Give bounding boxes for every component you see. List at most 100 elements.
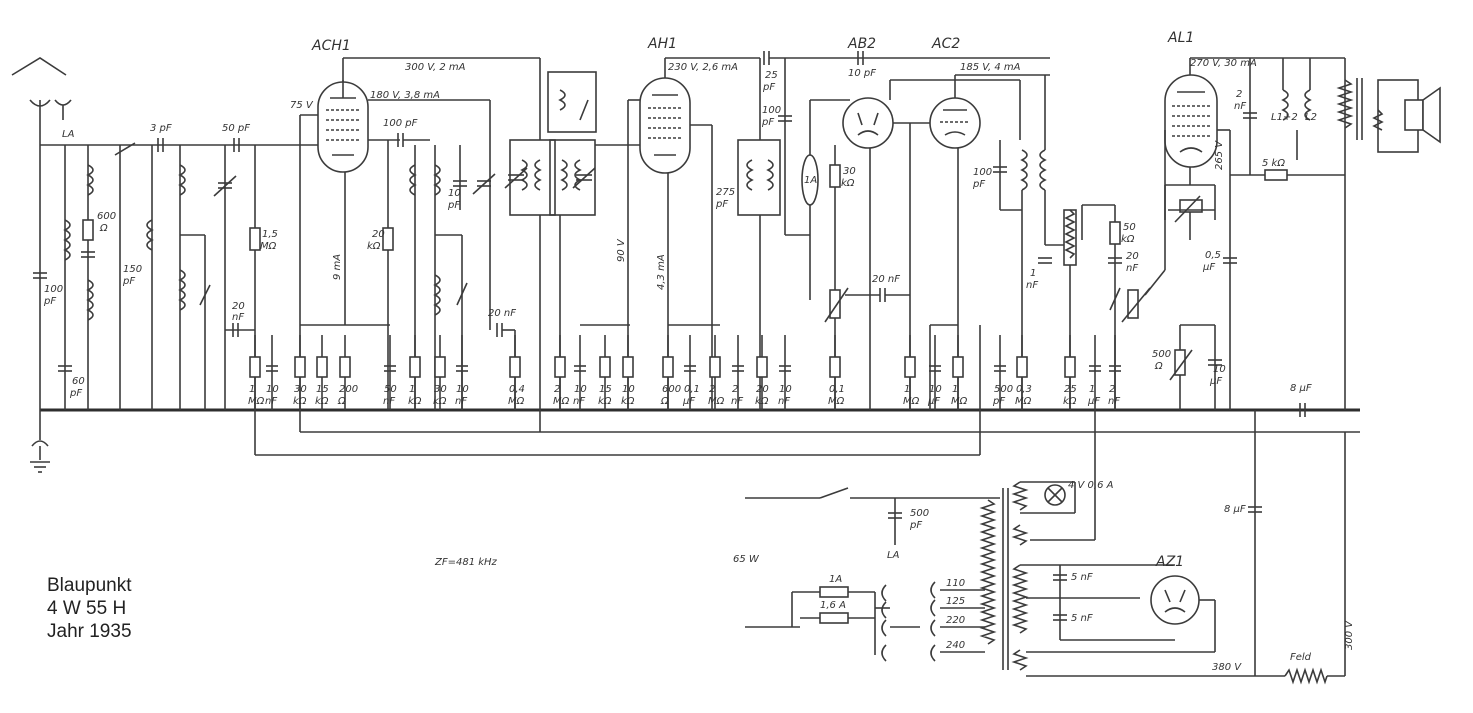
svg-text:pF: pF — [762, 82, 775, 93]
speaker-magnet — [1404, 99, 1424, 131]
antenna-coil-1 — [63, 219, 71, 261]
svg-text:3 pF: 3 pF — [150, 123, 172, 134]
bottom-unit: kΩ — [408, 396, 422, 407]
bottom-value: 10 — [929, 384, 942, 395]
caption-brand: Blaupunkt — [47, 575, 132, 596]
if-frequency-note: ZF=481 kHz — [434, 557, 498, 568]
bottom-unit: kΩ — [293, 396, 307, 407]
speaker-coil-l2 — [1304, 89, 1312, 121]
svg-text:100: 100 — [973, 167, 992, 178]
svg-text:300 V, 2 mA: 300 V, 2 mA — [405, 62, 466, 73]
bottom-value: 1 — [409, 384, 415, 395]
band-switch-2 — [199, 284, 211, 306]
bottom-value: 1 — [1089, 384, 1095, 395]
osc-coil-3 — [433, 274, 441, 316]
tube-label-az1: AZ1 — [1155, 554, 1184, 570]
fuse-1-6a — [819, 612, 849, 624]
bottom-resistor: 0,4MΩ — [508, 335, 525, 410]
speaker-cone — [1422, 86, 1441, 144]
svg-text:600: 600 — [97, 211, 116, 222]
bottom-value: 2 — [709, 384, 715, 395]
svg-text:60: 60 — [72, 376, 85, 387]
bottom-unit: pF — [992, 396, 1005, 407]
svg-text:pF: pF — [43, 296, 56, 307]
svg-text:20 nF: 20 nF — [488, 308, 516, 319]
bottom-unit: kΩ — [433, 396, 447, 407]
bottom-resistor: 0,3MΩ — [1015, 335, 1032, 410]
bottom-value: 1 — [249, 384, 255, 395]
svg-text:100 pF: 100 pF — [383, 118, 418, 129]
bottom-unit: nF — [383, 396, 395, 407]
svg-text:nF: nF — [1026, 280, 1038, 291]
output-transformer-primary — [1336, 79, 1354, 129]
if1-coil-a — [520, 159, 528, 191]
resistor-50k — [1109, 221, 1121, 245]
bottom-value: 200 — [339, 384, 358, 395]
svg-text:pF: pF — [447, 200, 460, 211]
svg-text:0,5: 0,5 — [1205, 250, 1221, 261]
tube-ab2 — [842, 97, 894, 149]
svg-text:MΩ: MΩ — [260, 241, 277, 252]
bottom-value: 10 — [266, 384, 279, 395]
bottom-unit: kΩ — [621, 396, 635, 407]
svg-text:nF: nF — [1234, 101, 1246, 112]
caption-year: Jahr 1935 — [47, 621, 132, 642]
svg-text:150: 150 — [123, 264, 142, 275]
svg-text:110: 110 — [946, 578, 965, 589]
osc-coil-1 — [409, 164, 417, 196]
svg-text:500: 500 — [1152, 349, 1171, 360]
svg-text:20: 20 — [232, 301, 245, 312]
svg-text:300 V: 300 V — [1344, 620, 1355, 650]
svg-text:50: 50 — [1123, 222, 1136, 233]
svg-text:9 mA: 9 mA — [332, 254, 343, 280]
bottom-unit: MΩ — [508, 396, 525, 407]
bottom-value: 0,1 — [684, 384, 700, 395]
bottom-value: 0,3 — [1016, 384, 1032, 395]
capacitor-3pf — [157, 138, 164, 152]
svg-text:125: 125 — [946, 596, 965, 607]
svg-text:4,3 mA: 4,3 mA — [656, 254, 667, 290]
svg-text:1: 1 — [1030, 268, 1036, 279]
bottom-value: 2 — [554, 384, 560, 395]
bottom-value: 1 — [952, 384, 958, 395]
svg-text:90 V: 90 V — [616, 238, 627, 262]
bottom-capacitor: 0,1µF — [682, 335, 700, 410]
svg-text:180 V, 3,8 mA: 180 V, 3,8 mA — [370, 90, 440, 101]
dial-lamp-label: 4 V 0,6 A — [1068, 480, 1114, 491]
svg-text:2: 2 — [1236, 89, 1242, 100]
capacitor-60pf — [58, 365, 72, 372]
bottom-resistor: 1MΩ — [903, 335, 920, 410]
resistor-30k-ab2 — [829, 164, 841, 188]
svg-text:kΩ: kΩ — [367, 241, 381, 252]
tube-label-al1: AL1 — [1167, 30, 1194, 46]
svg-text:5 kΩ: 5 kΩ — [1262, 158, 1285, 169]
bottom-resistor: 2MΩ — [708, 335, 725, 410]
capacitor-50pf — [233, 138, 240, 152]
bottom-resistor: 1MΩ — [248, 335, 265, 410]
input-coil-1 — [146, 219, 154, 251]
svg-text:kΩ: kΩ — [841, 178, 855, 189]
svg-text:LA: LA — [887, 550, 900, 561]
resistor-600 — [82, 219, 94, 241]
bottom-value: 10 — [779, 384, 792, 395]
bottom-value: 10 — [456, 384, 469, 395]
tube-label-ab2: AB2 — [847, 36, 876, 52]
bottom-value: 2 — [732, 384, 738, 395]
tube-ah1 — [639, 77, 691, 174]
if1-coil-b — [534, 159, 542, 191]
bottom-unit: Ω — [660, 396, 669, 407]
svg-text:µF: µF — [1202, 262, 1215, 273]
svg-text:8 µF: 8 µF — [1224, 504, 1246, 515]
driver-coil-2 — [1039, 149, 1047, 191]
bottom-capacitor: 2nF — [1108, 335, 1121, 410]
svg-text:1,5: 1,5 — [262, 229, 278, 240]
bottom-value: 25 — [1064, 384, 1077, 395]
bottom-capacitor: 2nF — [731, 335, 744, 410]
svg-text:25: 25 — [765, 70, 778, 81]
bottom-value: 0,1 — [829, 384, 845, 395]
antenna-label: LA — [62, 129, 75, 140]
